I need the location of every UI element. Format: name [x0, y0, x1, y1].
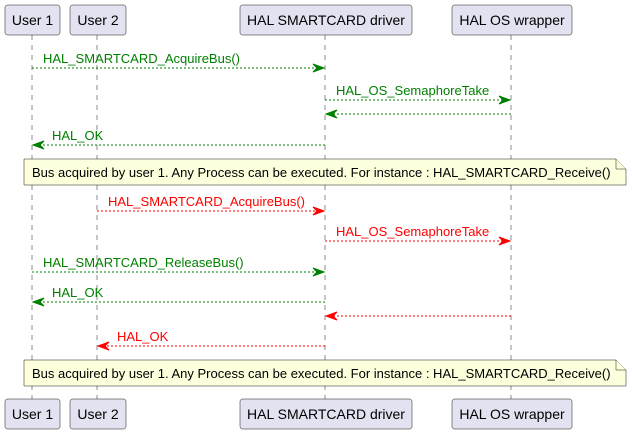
note: Bus acquired by user 1. Any Process can …	[23, 158, 627, 186]
participant-oswrapper-bottom: HAL OS wrapper	[451, 398, 573, 430]
participant-box	[239, 398, 413, 430]
participant-box	[69, 4, 127, 36]
message-label: HAL_OK	[52, 285, 104, 300]
participant-label: User 2	[77, 406, 118, 422]
participant-box	[4, 398, 61, 430]
message-label: HAL_OS_SemaphoreTake	[336, 224, 489, 239]
arrowhead-icon	[324, 311, 338, 321]
participant-user1-top: User 1	[4, 4, 61, 36]
participant-box	[451, 398, 573, 430]
arrowhead-icon	[312, 267, 326, 277]
arrowhead-icon	[31, 297, 45, 307]
message-label: HAL_OS_SemaphoreTake	[336, 83, 489, 98]
message-oswrapper-to-driver	[324, 311, 511, 321]
note-text: Bus acquired by user 1. Any Process can …	[32, 366, 611, 381]
participant-box	[239, 4, 413, 36]
participant-label: HAL OS wrapper	[459, 12, 565, 28]
message-label: HAL_SMARTCARD_ReleaseBus()	[43, 255, 244, 270]
participant-label: HAL OS wrapper	[459, 406, 565, 422]
note-box	[23, 158, 627, 186]
lifelines	[31, 35, 512, 399]
message-driver-to-user2: HAL_OK	[96, 329, 325, 351]
participant-box	[4, 4, 61, 36]
message-user2-to-driver: HAL_SMARTCARD_AcquireBus()	[97, 194, 326, 216]
message-label: HAL_SMARTCARD_AcquireBus()	[43, 51, 240, 66]
participant-label: User 1	[12, 406, 53, 422]
participant-label: HAL SMARTCARD driver	[247, 12, 405, 28]
note-fold	[615, 360, 626, 371]
arrowhead-icon	[96, 341, 110, 351]
participant-user2-bottom: User 2	[69, 398, 127, 430]
arrowhead-icon	[498, 236, 512, 246]
events: HAL_SMARTCARD_AcquireBus() HAL_OS_Semapho…	[23, 51, 627, 387]
message-driver-to-oswrapper: HAL_OS_SemaphoreTake	[325, 83, 512, 105]
arrowhead-icon	[312, 206, 326, 216]
message-driver-to-user1: HAL_OK	[31, 128, 325, 150]
participant-box	[451, 4, 573, 36]
participant-box	[69, 398, 127, 430]
arrowhead-icon	[312, 63, 326, 73]
message-user1-to-driver: HAL_SMARTCARD_AcquireBus()	[32, 51, 326, 73]
message-user1-to-driver: HAL_SMARTCARD_ReleaseBus()	[32, 255, 326, 277]
note-fold	[615, 159, 626, 170]
message-label: HAL_OK	[52, 128, 104, 143]
arrowhead-icon	[324, 109, 338, 119]
participant-label: User 1	[12, 12, 53, 28]
message-label: HAL_SMARTCARD_AcquireBus()	[108, 194, 305, 209]
note-text: Bus acquired by user 1. Any Process can …	[32, 165, 611, 180]
participant-label: User 2	[77, 12, 118, 28]
participant-user2-top: User 2	[69, 4, 127, 36]
participants-bottom: User 1 User 2 HAL SMARTCARD driver HAL OS w…	[4, 398, 573, 430]
participants-top: User 1 User 2 HAL SMARTCARD driver HAL OS w…	[4, 4, 573, 36]
arrowhead-icon	[31, 140, 45, 150]
participant-driver-bottom: HAL SMARTCARD driver	[239, 398, 413, 430]
participant-oswrapper-top: HAL OS wrapper	[451, 4, 573, 36]
message-label: HAL_OK	[117, 329, 169, 344]
note-box	[23, 359, 627, 387]
message-driver-to-oswrapper: HAL_OS_SemaphoreTake	[325, 224, 512, 246]
participant-label: HAL SMARTCARD driver	[247, 406, 405, 422]
note: Bus acquired by user 1. Any Process can …	[23, 359, 627, 387]
message-oswrapper-to-driver	[324, 109, 511, 119]
arrowhead-icon	[498, 95, 512, 105]
participant-driver-top: HAL SMARTCARD driver	[239, 4, 413, 36]
message-driver-to-user1: HAL_OK	[31, 285, 325, 307]
participant-user1-bottom: User 1	[4, 398, 61, 430]
